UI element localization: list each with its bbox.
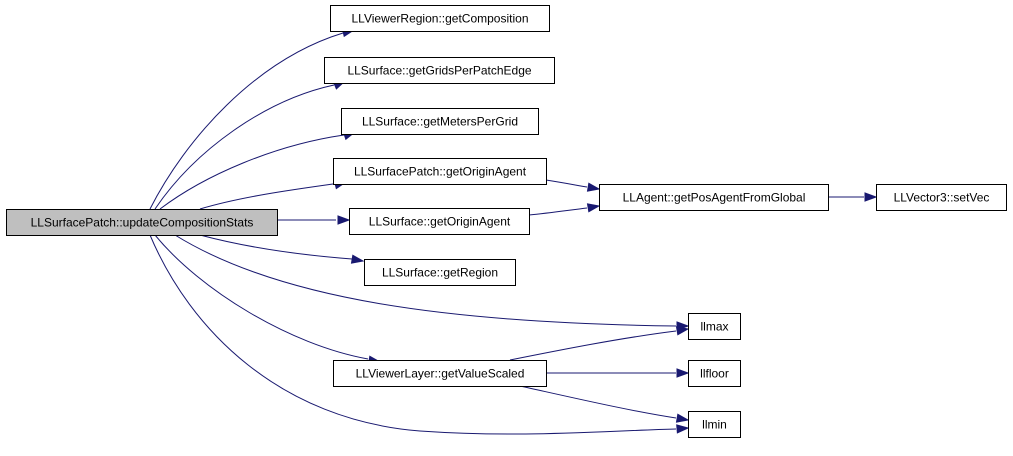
- edge-patchGetOriginAgent-to-getPosAgentFromGlobal: [545, 179, 601, 192]
- node-llfloor[interactable]: llfloor: [688, 360, 741, 387]
- edge-surfGetOriginAgent-to-getPosAgentFromGlobal: [528, 203, 601, 216]
- edge-arrowhead: [675, 413, 690, 423]
- edge-getValueScaled-to-llmin: [519, 385, 690, 423]
- node-label: llmax: [700, 320, 728, 334]
- node-box[interactable]: [349, 208, 530, 235]
- node-box[interactable]: [688, 313, 741, 340]
- edge-line: [545, 179, 588, 188]
- node-box[interactable]: [330, 5, 550, 32]
- node-llmin[interactable]: llmin: [688, 411, 741, 438]
- node-box[interactable]: [364, 259, 516, 286]
- node-root[interactable]: LLSurfacePatch::updateCompositionStats: [6, 209, 278, 236]
- edge-arrowhead: [350, 254, 365, 264]
- edge-arrowhead: [675, 326, 690, 336]
- node-llmax[interactable]: llmax: [688, 313, 741, 340]
- edge-root-to-getGridsPerPatchEdge: [154, 80, 347, 210]
- edge-root-to-getMetersPerGrid: [159, 131, 357, 210]
- nodes-layer: LLSurfacePatch::updateCompositionStatsLL…: [6, 5, 1007, 438]
- node-label: LLVector3::setVec: [894, 191, 990, 205]
- edge-line: [199, 234, 353, 260]
- edge-line: [154, 234, 369, 360]
- edge-getValueScaled-to-llmax: [509, 326, 690, 361]
- edge-getValueScaled-to-llfloor: [546, 368, 690, 378]
- edge-getPosAgentFromGlobal-to-setVec: [828, 192, 878, 202]
- node-box[interactable]: [324, 57, 555, 84]
- edge-line: [154, 84, 335, 210]
- node-getValueScaled[interactable]: LLViewerLayer::getValueScaled: [333, 360, 547, 387]
- edge-root-to-getRegion: [199, 234, 365, 264]
- node-box[interactable]: [876, 184, 1007, 211]
- node-getRegion[interactable]: LLSurface::getRegion: [364, 259, 516, 286]
- node-label: LLSurface::getMetersPerGrid: [362, 115, 518, 129]
- node-label: llmin: [702, 418, 727, 432]
- node-label: llfloor: [700, 367, 729, 381]
- node-label: LLSurface::getRegion: [382, 266, 498, 280]
- node-getGridsPerPatchEdge[interactable]: LLSurface::getGridsPerPatchEdge: [324, 57, 555, 84]
- edge-root-to-llmin: [149, 234, 690, 435]
- edge-line: [509, 330, 677, 361]
- edge-line: [528, 207, 588, 216]
- node-box[interactable]: [6, 209, 278, 236]
- edge-arrowhead: [864, 192, 878, 202]
- node-box[interactable]: [599, 184, 829, 211]
- node-box[interactable]: [688, 360, 741, 387]
- edge-arrowhead: [337, 215, 351, 225]
- edge-root-to-surfGetOriginAgent: [277, 215, 351, 225]
- node-label: LLViewerRegion::getComposition: [352, 12, 529, 26]
- edge-root-to-patchGetOriginAgent: [199, 180, 348, 210]
- node-box[interactable]: [333, 158, 547, 185]
- edge-line: [519, 385, 677, 419]
- node-label: LLSurface::getGridsPerPatchEdge: [347, 64, 531, 78]
- edge-line: [174, 234, 677, 327]
- node-label: LLSurfacePatch::updateCompositionStats: [31, 216, 254, 230]
- node-label: LLAgent::getPosAgentFromGlobal: [623, 191, 806, 205]
- node-getComposition[interactable]: LLViewerRegion::getComposition: [330, 5, 550, 32]
- node-box[interactable]: [333, 360, 547, 387]
- edge-line: [159, 134, 345, 210]
- node-getMetersPerGrid[interactable]: LLSurface::getMetersPerGrid: [341, 108, 539, 135]
- edge-arrowhead: [676, 368, 690, 378]
- edge-line: [149, 234, 677, 435]
- node-setVec[interactable]: LLVector3::setVec: [876, 184, 1007, 211]
- edge-root-to-getValueScaled: [154, 234, 382, 365]
- edge-line: [149, 32, 344, 210]
- node-box[interactable]: [341, 108, 539, 135]
- node-getPosAgentFromGlobal[interactable]: LLAgent::getPosAgentFromGlobal: [599, 184, 829, 211]
- edge-line: [199, 183, 334, 210]
- edge-arrowhead: [586, 203, 601, 213]
- node-surfGetOriginAgent[interactable]: LLSurface::getOriginAgent: [349, 208, 530, 235]
- node-label: LLSurfacePatch::getOriginAgent: [354, 165, 527, 179]
- node-label: LLSurface::getOriginAgent: [369, 215, 511, 229]
- edge-arrowhead: [676, 424, 690, 434]
- node-box[interactable]: [688, 411, 741, 438]
- node-patchGetOriginAgent[interactable]: LLSurfacePatch::getOriginAgent: [333, 158, 547, 185]
- edge-arrowhead: [586, 182, 601, 192]
- node-label: LLViewerLayer::getValueScaled: [356, 367, 525, 381]
